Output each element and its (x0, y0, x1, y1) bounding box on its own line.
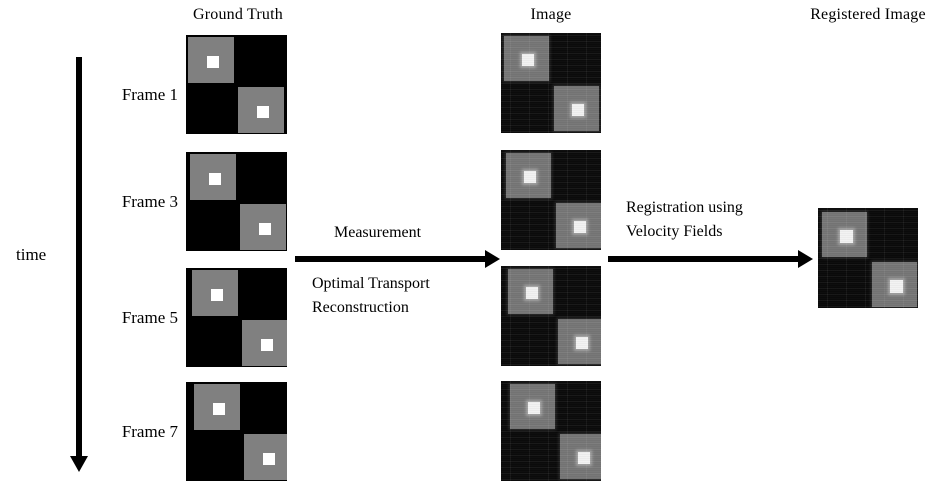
column-header-ground-truth: Ground Truth (193, 6, 283, 23)
blob-top-left (190, 154, 236, 200)
blob-bottom-right (558, 319, 601, 364)
blob-top-left (188, 37, 234, 83)
registration-arrow-label-line2: Velocity Fields (626, 223, 723, 240)
row-label-frame-7: Frame 7 (121, 422, 178, 441)
blob-top-left (822, 212, 867, 257)
blob-core (526, 287, 538, 299)
blob-bottom-right (242, 320, 287, 366)
registration-arrow-label-line1: Registration using (626, 199, 743, 216)
blob-bottom-right (556, 203, 601, 248)
time-axis-label: time (16, 245, 47, 264)
measurement-arrow-label-below-line1: Optimal Transport (312, 275, 430, 292)
blob-top-left (192, 270, 238, 316)
blob-core (257, 106, 269, 118)
ground-truth-panel-frame-3 (186, 152, 287, 251)
blob-bottom-right (554, 86, 599, 131)
row-label-frame-3: Frame 3 (121, 192, 178, 211)
column-header-registered-image: Registered Image (810, 6, 926, 23)
blob-core (574, 221, 586, 233)
blob-core (261, 339, 273, 351)
ground-truth-panel-frame-5 (186, 268, 287, 367)
blob-top-left (506, 153, 551, 198)
registration-arrow-head (798, 250, 813, 268)
blob-top-left (510, 384, 555, 429)
measurement-arrow-label-below-line2: Reconstruction (312, 299, 409, 316)
blob-bottom-right (240, 204, 286, 250)
blob-core (263, 453, 275, 465)
ground-truth-panel-frame-7 (186, 382, 287, 481)
image-panel-frame-3 (501, 150, 601, 250)
row-label-frame-1: Frame 1 (121, 85, 178, 104)
blob-top-left (194, 384, 240, 430)
blob-core (209, 173, 221, 185)
image-panel-frame-1 (501, 33, 601, 133)
image-panel-frame-7 (501, 381, 601, 481)
blob-bottom-right (872, 262, 917, 307)
blob-core (207, 56, 219, 68)
registered-image-panel (818, 208, 918, 308)
blob-top-left (504, 36, 549, 81)
blob-top-left (508, 269, 553, 314)
measurement-arrow-label-above: Measurement (334, 224, 422, 241)
blob-core (890, 280, 903, 293)
measurement-arrow-head (485, 250, 500, 268)
column-header-image: Image (530, 6, 572, 23)
blob-core (576, 337, 588, 349)
blob-core (259, 223, 271, 235)
blob-core (211, 289, 223, 301)
blob-core (524, 171, 536, 183)
measurement-arrow-shaft (295, 256, 487, 262)
row-label-frame-5: Frame 5 (121, 308, 178, 327)
time-arrow-shaft (76, 57, 82, 456)
image-panel-frame-5 (501, 266, 601, 366)
blob-bottom-right (560, 434, 601, 479)
blob-core (213, 403, 225, 415)
blob-core (578, 452, 590, 464)
blob-bottom-right (238, 87, 284, 133)
blob-bottom-right (244, 434, 287, 480)
registration-arrow-shaft (608, 256, 800, 262)
blob-core (522, 54, 534, 66)
blob-core (572, 104, 584, 116)
ground-truth-panel-frame-1 (186, 35, 287, 134)
blob-core (528, 402, 540, 414)
time-arrow-head (70, 456, 88, 472)
blob-core (840, 230, 853, 243)
